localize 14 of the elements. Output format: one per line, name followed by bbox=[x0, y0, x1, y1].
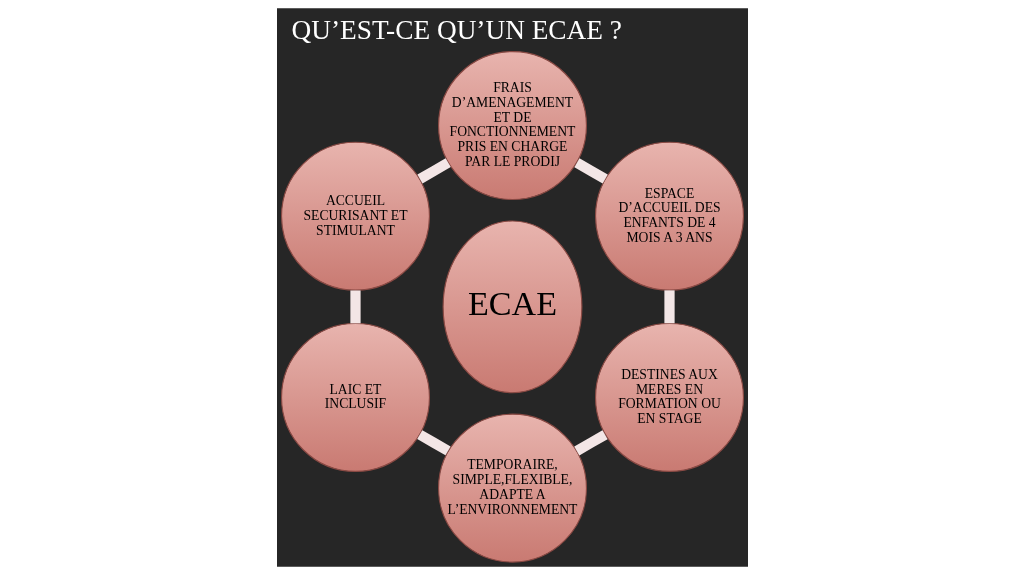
node-circle: DESTINES AUX MERES EN FORMATION OU EN STAGE bbox=[594, 322, 744, 472]
connector bbox=[416, 430, 451, 456]
connector bbox=[663, 290, 675, 324]
node-ellipse: ECAE bbox=[442, 220, 582, 394]
node-circle: ACCUEIL SECURISANT ET STIMULANT bbox=[280, 141, 430, 291]
connector bbox=[573, 158, 608, 184]
connector bbox=[349, 290, 361, 324]
diagram-title: QU’EST-CE QU’UN ECAE ? bbox=[291, 15, 622, 46]
node-circle: LAIC ET INCLUSIF bbox=[280, 322, 430, 472]
node-circle: FRAIS D’AMENAGEMENT ET DE FONCTIONNEMENT PRIS EN CHARGE PAR LE PRODIJ bbox=[437, 51, 587, 201]
node-circle: ESPACE D’ACCUEIL DES ENFANTS DE 4 MOIS A 3 ANS bbox=[594, 141, 744, 291]
node-circle: TEMPORAIRE, SIMPLE,FLEXIBLE, ADAPTE A L’ENVIRONNEMENT bbox=[437, 413, 587, 563]
connector bbox=[416, 158, 451, 184]
connector bbox=[573, 430, 608, 456]
